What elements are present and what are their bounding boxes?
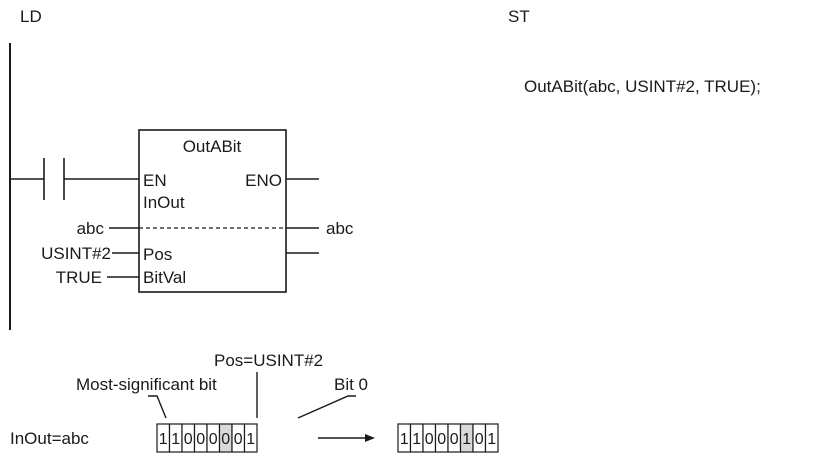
- before-bit-value: 0: [184, 431, 193, 448]
- function-block: [138, 129, 287, 293]
- row-label: InOut=abc: [10, 429, 89, 448]
- transform-arrow: [318, 434, 375, 442]
- pos-label: Pos=USINT#2: [214, 351, 323, 370]
- st-code: OutABit(abc, USINT#2, TRUE);: [524, 77, 761, 96]
- after-bit-value: 0: [425, 431, 434, 448]
- input-bitval-value: TRUE: [56, 268, 102, 287]
- pin-pos: Pos: [143, 245, 172, 264]
- after-bit-value: 1: [412, 431, 421, 448]
- before-bit-value: 0: [196, 431, 205, 448]
- after-bit-value: 1: [400, 431, 409, 448]
- after-bit-cell: [484, 423, 499, 453]
- pin-eno: ENO: [245, 171, 282, 190]
- ld-header: LD: [20, 7, 42, 26]
- before-bit-cell: [243, 423, 258, 453]
- st-header: ST: [508, 7, 530, 26]
- after-bit-value: 0: [437, 431, 446, 448]
- before-bit-value: 1: [246, 431, 255, 448]
- after-bit-value: 0: [450, 431, 459, 448]
- before-bit-value: 0: [234, 431, 243, 448]
- pin-bitval: BitVal: [143, 268, 186, 287]
- after-bit-value: 0: [475, 431, 484, 448]
- before-bit-value: 1: [171, 431, 180, 448]
- after-bit-value: 1: [487, 431, 496, 448]
- contact: [10, 158, 139, 200]
- input-pos-value: USINT#2: [41, 244, 111, 263]
- bit0-label: Bit 0: [334, 375, 368, 394]
- pin-en: EN: [143, 171, 167, 190]
- before-bit-value: 0: [209, 431, 218, 448]
- before-bit-value: 1: [159, 431, 168, 448]
- leader-lines: [148, 372, 356, 419]
- input-inout-value: abc: [77, 219, 105, 238]
- output-inout-value: abc: [326, 219, 354, 238]
- msb-label: Most-significant bit: [76, 375, 217, 394]
- input-wires: [107, 227, 139, 278]
- pin-inout: InOut: [143, 193, 185, 212]
- block-name: OutABit: [183, 137, 242, 156]
- output-wires: [286, 178, 319, 254]
- before-bit-value: 0: [221, 431, 230, 448]
- after-bit-value: 1: [462, 431, 471, 448]
